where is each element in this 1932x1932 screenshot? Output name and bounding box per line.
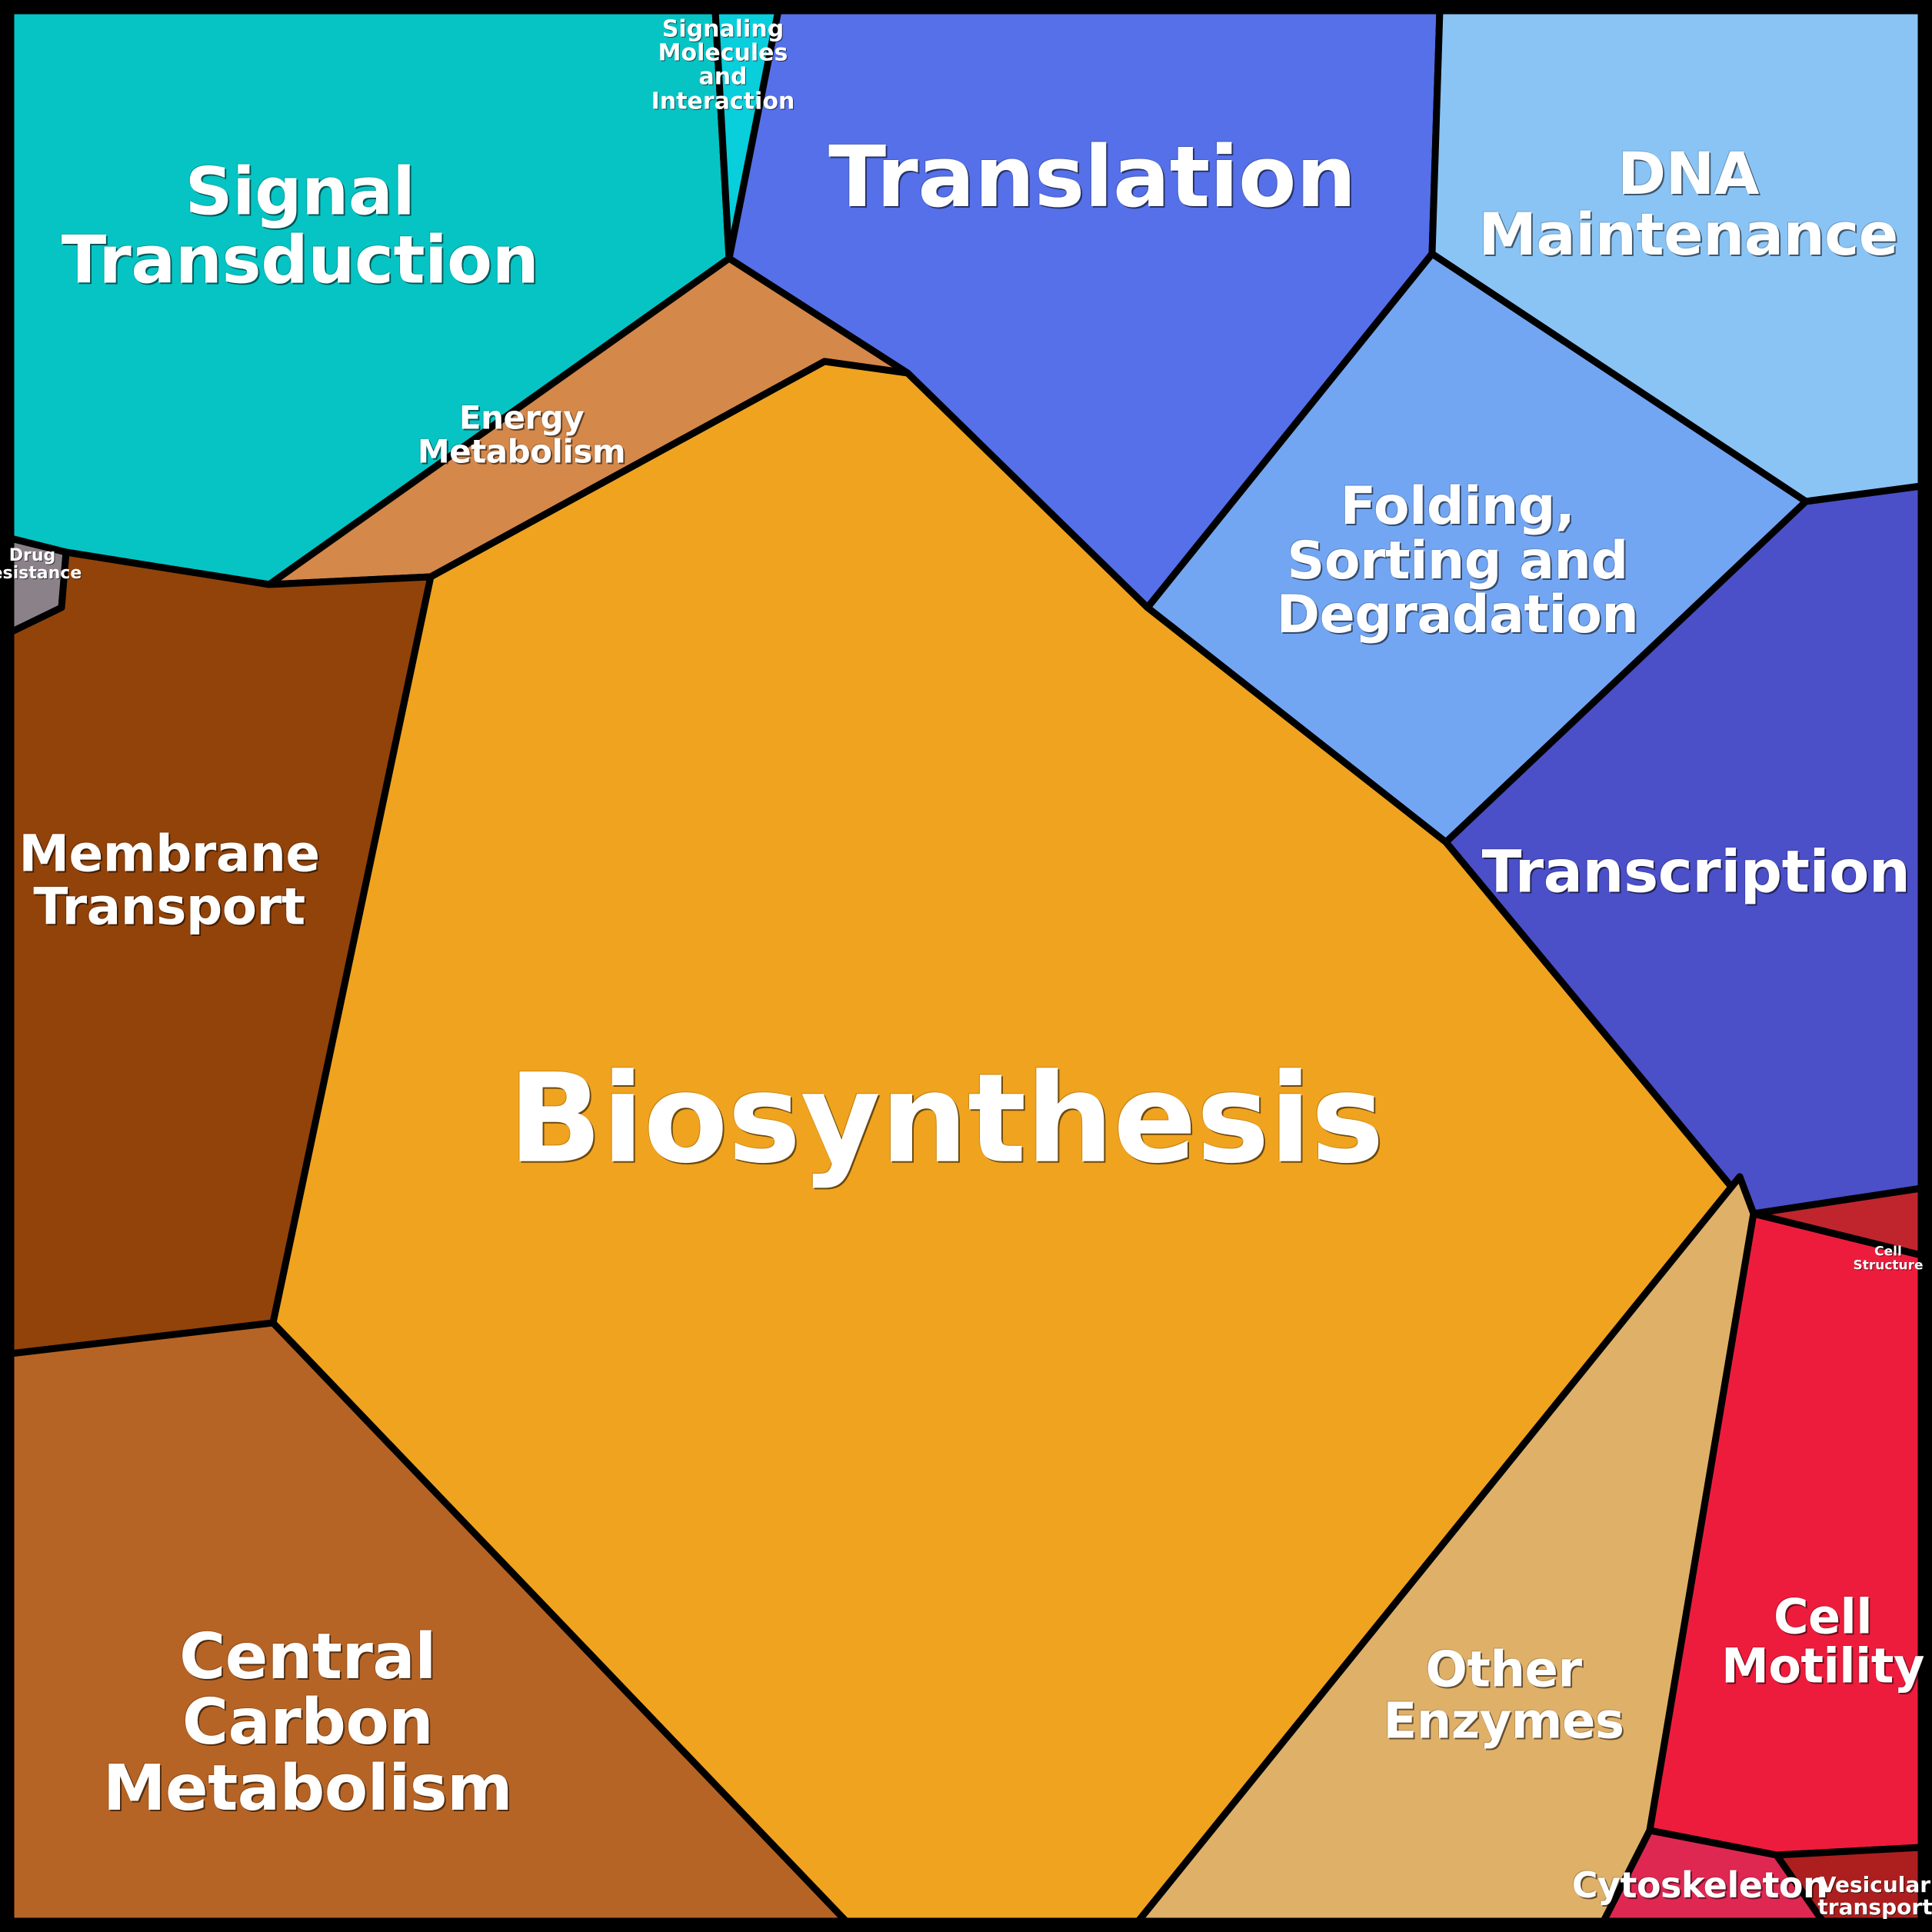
- treemap-cell-cell-structure[interactable]: [1750, 1184, 1925, 1259]
- treemap-cell-central-carbon-metabolism[interactable]: [7, 1319, 850, 1925]
- voronoi-cells-group: [7, 7, 1925, 1925]
- treemap-cell-vesicular-transport[interactable]: [1773, 1844, 1925, 1925]
